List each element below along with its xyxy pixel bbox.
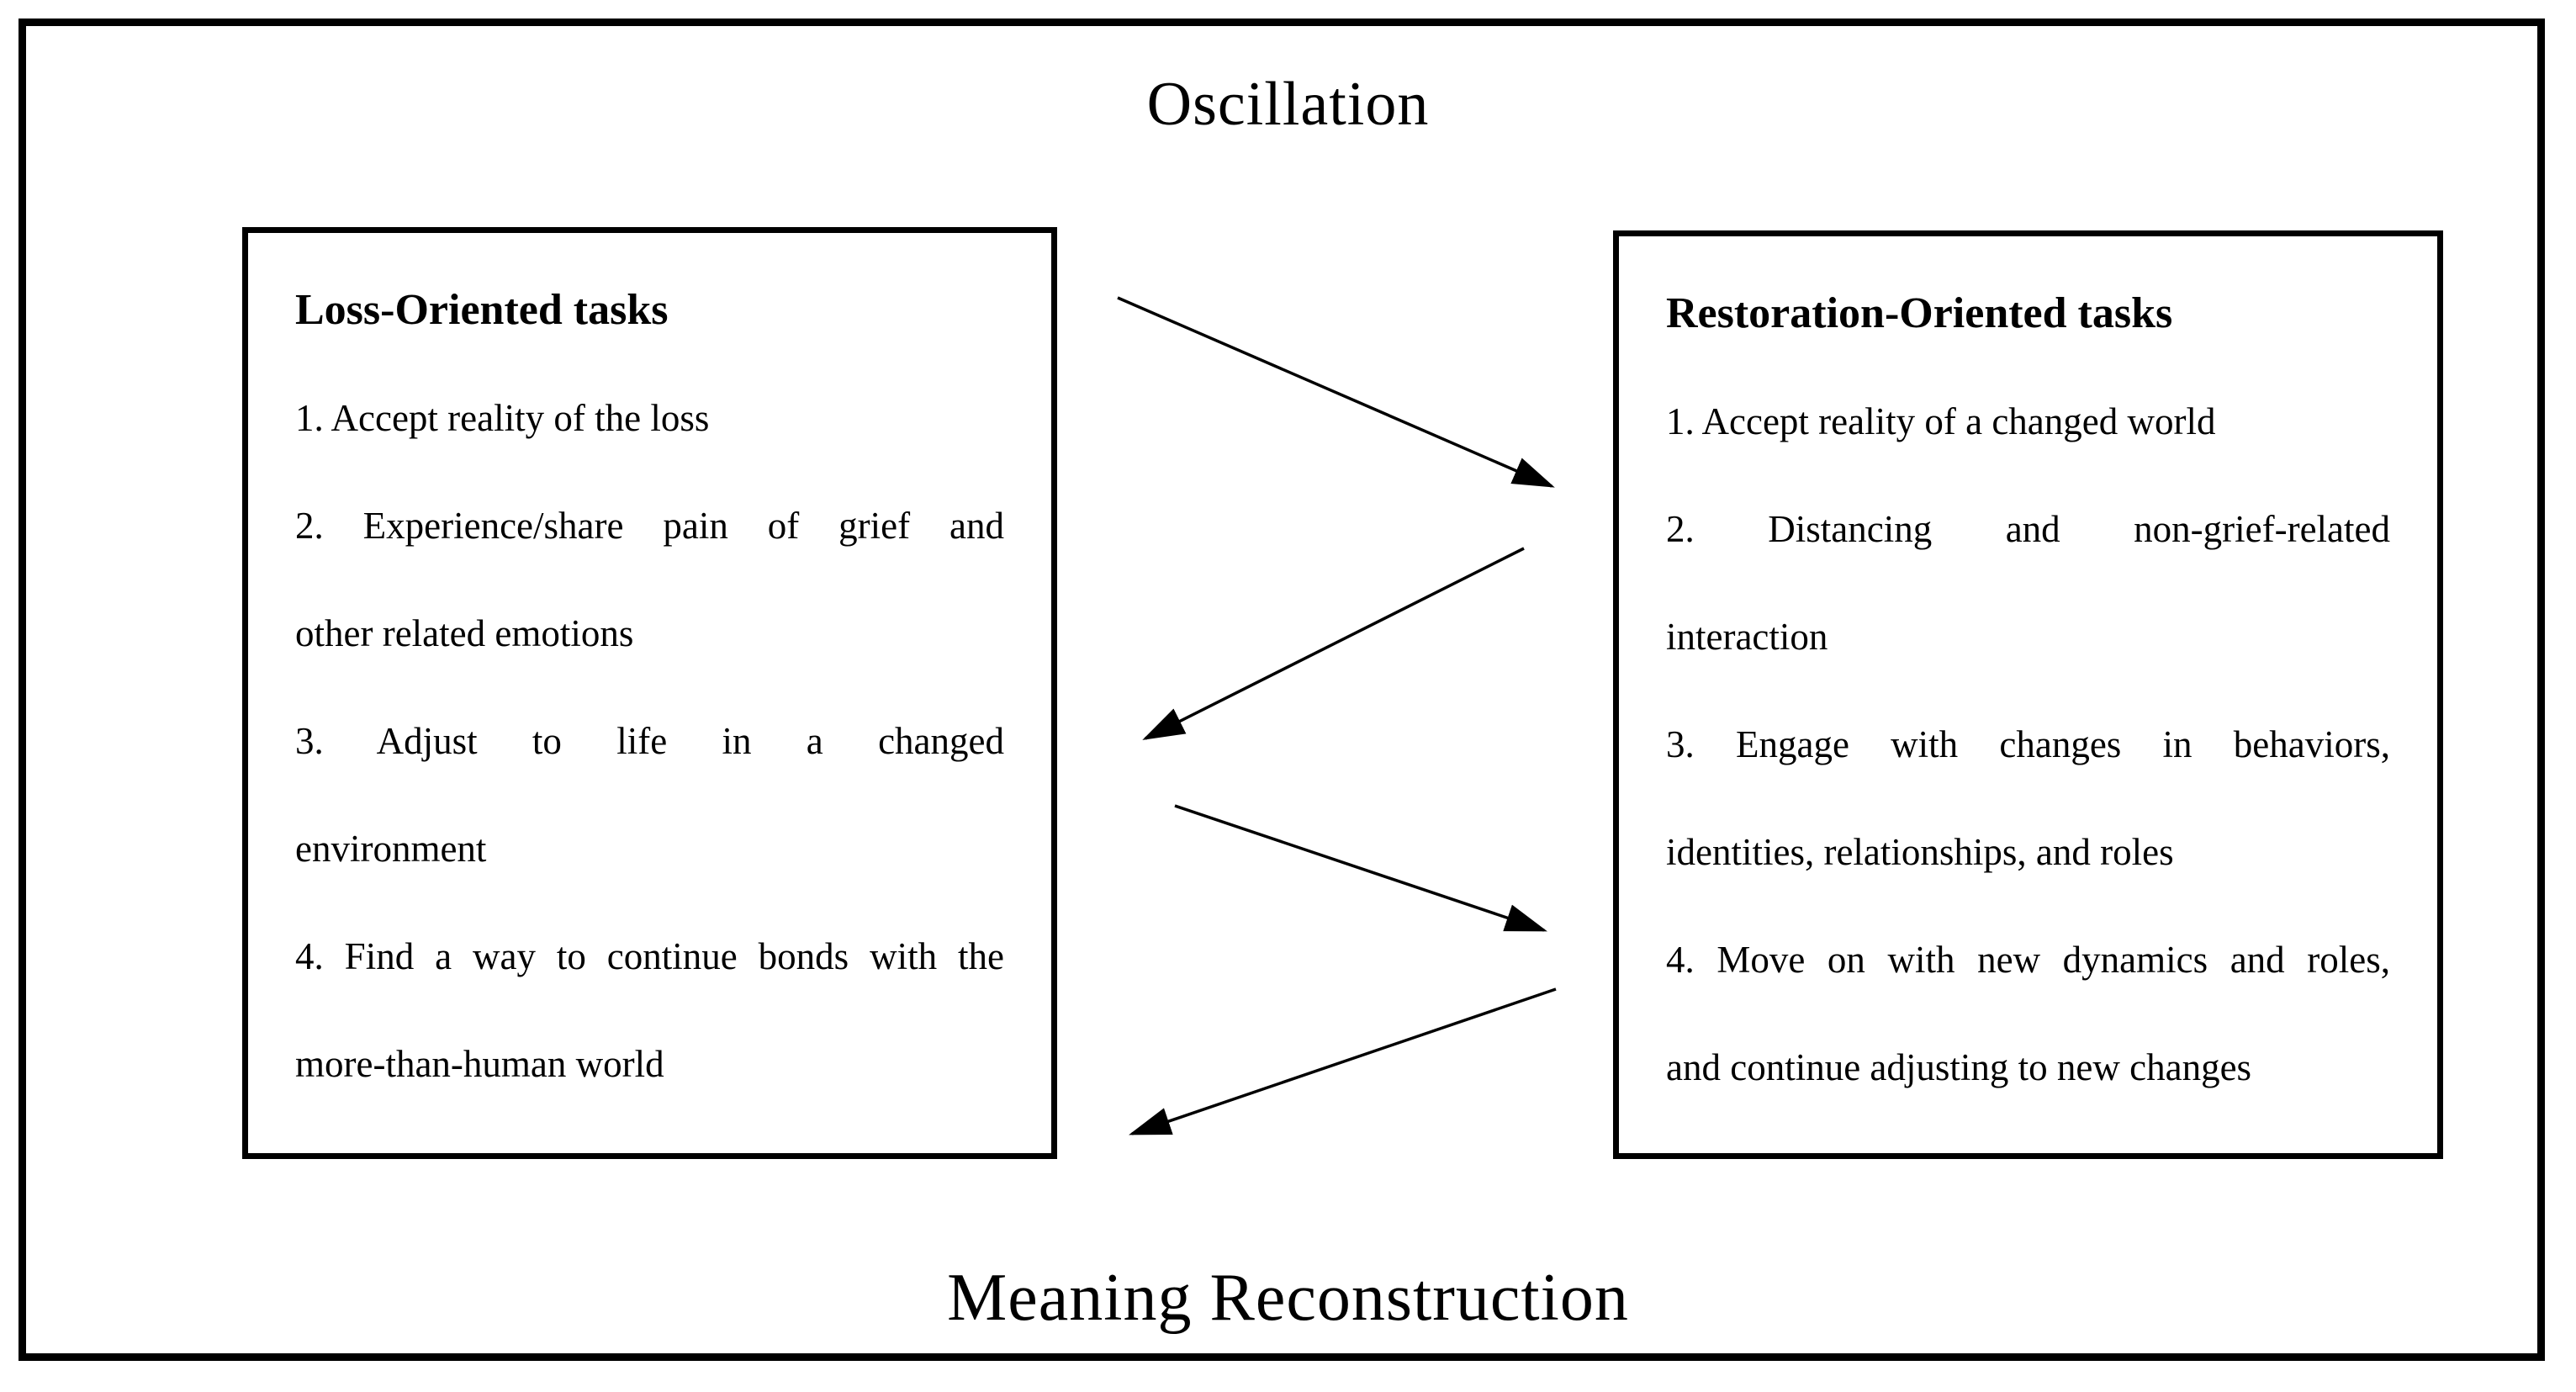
restoration-task-line: and continue adjusting to new changes: [1666, 1046, 2252, 1088]
restoration-task-line: 3. Engage with changes in behaviors,: [1666, 723, 2390, 765]
meaning-reconstruction-title: Meaning Reconstruction: [947, 1261, 1629, 1335]
restoration-oriented-heading: Restoration-Oriented tasks: [1666, 289, 2173, 337]
restoration-task-line: 1. Accept reality of a changed world: [1666, 400, 2216, 442]
loss-oriented-heading: Loss-Oriented tasks: [295, 286, 669, 334]
restoration-task-line: interaction: [1666, 616, 1828, 658]
restoration-task-line: identities, relationships, and roles: [1666, 831, 2174, 873]
restoration-oriented-box: Restoration-Oriented tasks 1. Accept rea…: [1613, 230, 2443, 1159]
restoration-task-line: 2. Distancing and non-grief-related: [1666, 508, 2390, 550]
loss-task-line: 1. Accept reality of the loss: [295, 397, 710, 439]
loss-task-line: 2. Experience/share pain of grief and: [295, 505, 1004, 547]
loss-oriented-box: Loss-Oriented tasks 1. Accept reality of…: [242, 227, 1057, 1159]
loss-task-line: 4. Find a way to continue bonds with the: [295, 935, 1004, 977]
diagram-border: [19, 19, 2545, 1361]
restoration-task-line: 4. Move on with new dynamics and roles,: [1666, 939, 2390, 981]
oscillation-title: Oscillation: [1146, 70, 1430, 139]
loss-task-line: 3. Adjust to life in a changed: [295, 720, 1004, 762]
loss-task-line: more-than-human world: [295, 1043, 664, 1085]
loss-task-line: environment: [295, 828, 487, 870]
loss-task-line: other related emotions: [295, 612, 634, 654]
